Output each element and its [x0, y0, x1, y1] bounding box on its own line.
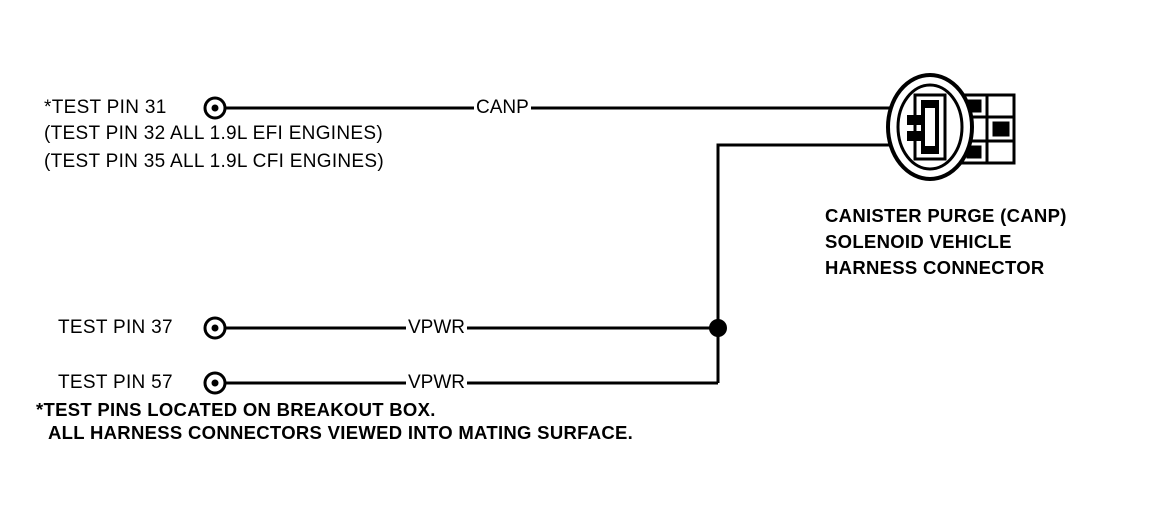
test-pin-57-terminal-icon — [203, 371, 227, 395]
signal-label-canp: CANP — [474, 97, 531, 119]
footnote-line-2: ALL HARNESS CONNECTORS VIEWED INTO MATIN… — [48, 422, 634, 443]
test-pin-57-label: TEST PIN 57 — [58, 372, 173, 393]
test-pin-31-label: *TEST PIN 31 — [44, 97, 167, 118]
splice-dot — [709, 319, 727, 337]
harness-connector-icon — [886, 73, 1016, 181]
connector-label-line-2: SOLENOID VEHICLE — [825, 231, 1012, 252]
signal-label-vpwr-37: VPWR — [406, 317, 467, 339]
signal-label-vpwr-57: VPWR — [406, 372, 467, 394]
pin31-note-efi: (TEST PIN 32 ALL 1.9L EFI ENGINES) — [44, 123, 383, 144]
connector-label-line-3: HARNESS CONNECTOR — [825, 257, 1045, 278]
pin31-note-cfi: (TEST PIN 35 ALL 1.9L CFI ENGINES) — [44, 151, 384, 172]
vpwr-feed-wire — [716, 143, 893, 383]
test-pin-37-label: TEST PIN 37 — [58, 317, 173, 338]
test-pin-31-terminal-icon — [203, 96, 227, 120]
connector-label-line-1: CANISTER PURGE (CANP) — [825, 205, 1067, 226]
test-pin-37-terminal-icon — [203, 316, 227, 340]
footnote-line-1: *TEST PINS LOCATED ON BREAKOUT BOX. — [36, 399, 436, 420]
